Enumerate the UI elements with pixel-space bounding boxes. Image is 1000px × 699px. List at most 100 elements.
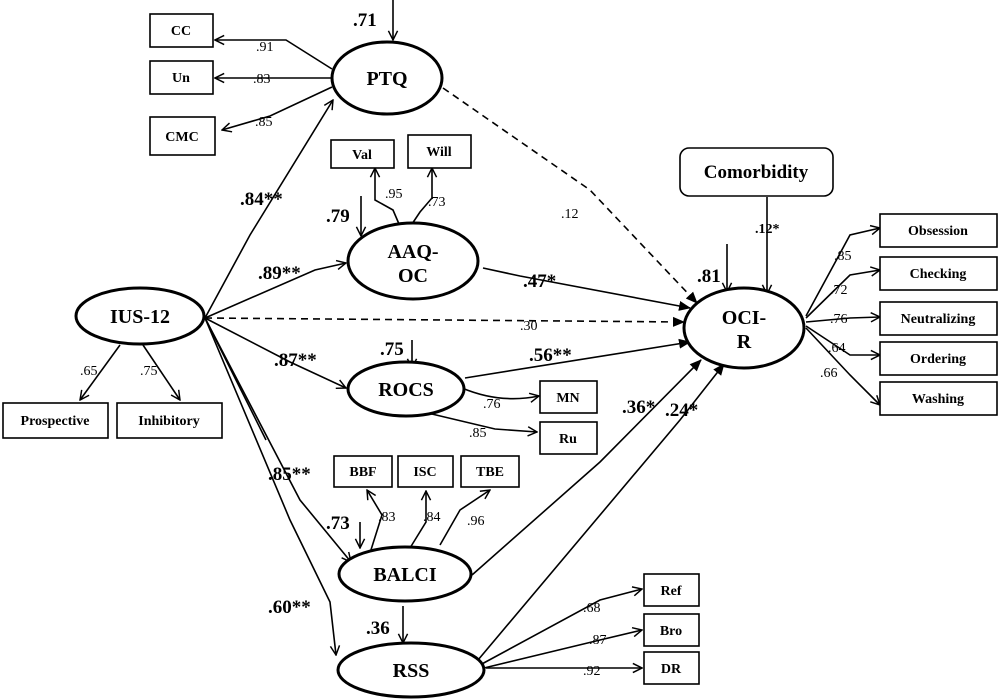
edge-ius-ptq <box>204 100 333 319</box>
weight-will: .73 <box>428 195 446 210</box>
edge-ius-prospective <box>80 344 121 400</box>
weight-ius-aaq: .89** <box>258 263 301 284</box>
node-rss: RSS <box>336 641 486 699</box>
edge-ius-rocs <box>204 317 346 388</box>
weight-obsession: .85 <box>834 249 852 264</box>
node-label: CMC <box>165 130 198 145</box>
weight-ius-ptq: .84** <box>240 189 283 210</box>
edge-ocir-neutralizing <box>805 317 880 323</box>
edge-ius-ocir <box>204 316 685 327</box>
weight-washing: .66 <box>820 366 838 381</box>
edge-ius-rss <box>204 317 336 655</box>
weight-tbe: .96 <box>467 514 485 529</box>
node-label: Ru <box>559 432 577 447</box>
node-checking: Checking <box>879 256 998 291</box>
weight-isc: .84 <box>423 510 441 525</box>
node-label: OCI- <box>722 307 766 329</box>
node-label: BALCI <box>373 564 437 586</box>
weight-ius-balci: .85** <box>268 464 311 485</box>
edge-balci-tbe <box>439 490 490 546</box>
node-label: Bro <box>660 624 682 639</box>
weight-ptq-error: .71 <box>353 10 377 31</box>
weight-comorbidity: .12* <box>755 222 780 237</box>
weight-balci-ocir: .36* <box>622 397 655 418</box>
weight-ius-ocir: .30 <box>520 319 538 334</box>
weight-rss-ocir: .24* <box>665 400 698 421</box>
edge-aaq-will <box>411 168 432 225</box>
edge-rss-bro <box>483 630 642 669</box>
edge-balci-bbf <box>367 490 383 554</box>
node-label: DR <box>661 662 682 677</box>
node-cc: CC <box>149 13 214 48</box>
node-balci: BALCI <box>337 545 473 603</box>
weight-rocs-error: .75 <box>380 339 404 360</box>
node-label: MN <box>556 391 579 406</box>
edge-ptq-cc <box>215 40 333 70</box>
node-label: AAQ- <box>387 241 438 263</box>
weight-dr: .92 <box>583 664 601 679</box>
weight-un: .83 <box>253 72 271 87</box>
weight-prospective: .65 <box>80 364 98 379</box>
node-ref: Ref <box>643 573 700 607</box>
node-obsession: Obsession <box>879 213 998 248</box>
node-dr: DR <box>643 651 700 685</box>
node-un: Un <box>149 60 214 95</box>
path-weights: .71 .84** .79 .89** .47* .81 .75 .87** .… <box>80 10 852 679</box>
edge-ocir-washing <box>805 327 880 405</box>
weight-cc: .91 <box>256 40 274 55</box>
node-mn: MN <box>539 380 598 414</box>
node-label: R <box>737 331 752 353</box>
weight-aaq-ocir: .47* <box>523 271 556 292</box>
node-label: OC <box>398 265 428 287</box>
node-label: Ordering <box>910 352 966 367</box>
node-bro: Bro <box>643 613 700 647</box>
weight-mn: .76 <box>483 397 501 412</box>
node-ru: Ru <box>539 421 598 455</box>
weight-ius-rocs: .87** <box>274 350 317 371</box>
node-tbe: TBE <box>460 455 520 488</box>
node-comorbidity: Comorbidity <box>679 147 834 197</box>
edge-rocs-mn <box>461 387 539 399</box>
node-label: IUS-12 <box>110 306 170 328</box>
edge-aaq-val <box>375 168 400 225</box>
weight-rocs-ocir: .56** <box>529 345 572 366</box>
weight-aaq-error: .79 <box>326 206 350 227</box>
node-isc: ISC <box>397 455 454 488</box>
node-will: Will <box>407 134 472 169</box>
weight-val: .95 <box>385 187 403 202</box>
node-inhibitory: Inhibitory <box>116 402 223 439</box>
node-ptq: PTQ <box>330 40 444 116</box>
edge-ocir-ordering <box>805 325 880 355</box>
node-label: Checking <box>910 267 967 282</box>
edge-rocs-ocir <box>464 338 691 379</box>
node-cmc: CMC <box>149 116 216 156</box>
node-label: ISC <box>413 465 436 480</box>
edge-ocir-checking <box>805 270 880 319</box>
edge-aaq-ocir <box>482 267 691 311</box>
weight-balci-error: .73 <box>326 513 350 534</box>
weight-cmc: .85 <box>255 115 273 130</box>
edge-balci-ocir <box>471 359 702 576</box>
node-label: BBF <box>349 465 376 480</box>
node-ius-12: IUS-12 <box>74 286 206 346</box>
edge-ius-aaq <box>204 263 346 319</box>
node-label: Val <box>352 148 372 163</box>
edge-rocs-ru <box>414 409 537 432</box>
node-label: Will <box>426 145 452 160</box>
weight-bbf: .83 <box>378 510 396 525</box>
weight-ordering: .64 <box>828 341 846 356</box>
node-label: PTQ <box>366 68 407 90</box>
node-washing: Washing <box>879 381 998 416</box>
node-label: ROCS <box>378 379 434 401</box>
weight-ius-rss: .60** <box>268 597 311 618</box>
node-label: Neutralizing <box>901 312 976 327</box>
edge-rss-ref <box>479 589 642 666</box>
weight-ref: .68 <box>583 601 601 616</box>
weight-neutralizing: .76 <box>830 312 848 327</box>
weight-ru: .85 <box>469 426 487 441</box>
node-ordering: Ordering <box>879 341 998 376</box>
node-bbf: BBF <box>333 455 393 488</box>
node-neutralizing: Neutralizing <box>879 301 998 336</box>
edge-rss-ocir <box>477 363 725 661</box>
